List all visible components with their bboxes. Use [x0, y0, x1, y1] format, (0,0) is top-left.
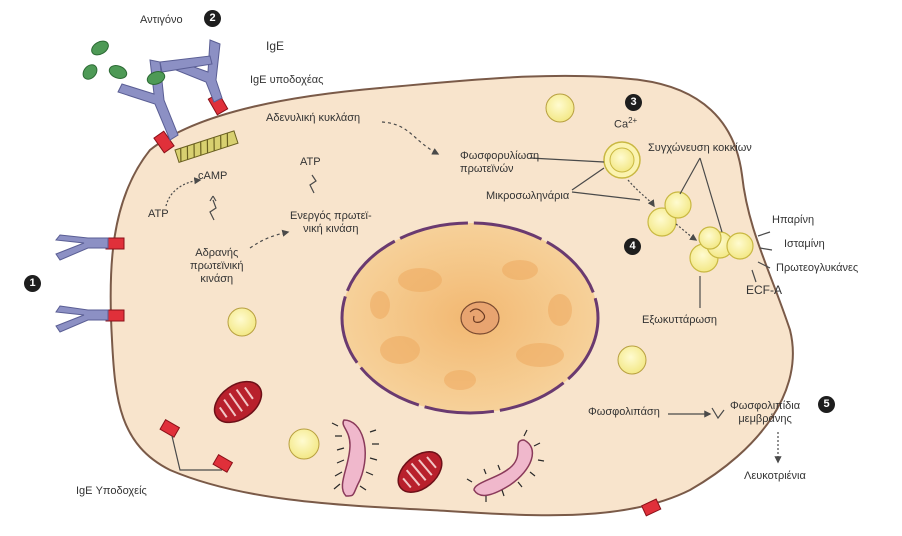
granule	[546, 94, 574, 122]
label-atp-left: ATP	[148, 208, 169, 221]
label-camp: cAMP	[198, 170, 227, 183]
label-granule-fusion: Συγχώνευση κοκκίων	[648, 142, 752, 155]
marker-5: 5	[818, 396, 835, 413]
granule-calcium	[604, 142, 640, 178]
antigen	[80, 62, 99, 82]
label-active-kinase: Ενεργός πρωτεϊ- νική κινάση	[290, 210, 372, 236]
receptor	[106, 310, 124, 321]
label-phospholipase: Φωσφολιπάση	[588, 406, 660, 419]
antigen	[89, 38, 111, 57]
label-adenylate-cyclase: Αδενυλική κυκλάση	[266, 112, 360, 125]
label-inactive-kinase: Αδρανής πρωτεϊνική κινάση	[190, 247, 244, 286]
label-antigen: Αντιγόνο	[140, 14, 183, 27]
antigen	[107, 63, 128, 80]
granule	[618, 346, 646, 374]
label-microtubules: Μικροσωληνάρια	[486, 190, 569, 203]
label-calcium: Ca2+	[614, 114, 637, 132]
label-ecf-a: ECF-A	[746, 284, 782, 297]
receptor	[106, 238, 124, 249]
label-histamine: Ισταμίνη	[784, 238, 825, 251]
marker-1: 1	[24, 275, 41, 292]
label-heparin: Ηπαρίνη	[772, 214, 814, 227]
label-exocytosis: Εξωκυττάρωση	[642, 314, 717, 327]
marker-2: 2	[204, 10, 221, 27]
label-leukotrienes: Λευκοτριένια	[744, 470, 806, 483]
label-ige: IgE	[266, 40, 284, 53]
label-protein-phosphorylation: Φωσφορυλίωση πρωτεϊνών	[460, 150, 539, 176]
ige-antibody	[56, 235, 108, 332]
marker-3: 3	[625, 94, 642, 111]
granule	[228, 308, 256, 336]
granule	[289, 429, 319, 459]
label-ige-receptor-top: IgE υποδοχέας	[250, 74, 323, 87]
label-atp-top: ATP	[300, 156, 321, 169]
label-membrane-phospholipids: Φωσφολιπίδια μεμβράνης	[730, 400, 800, 426]
label-proteoglycans: Πρωτεογλυκάνες	[776, 262, 858, 275]
marker-4: 4	[624, 238, 641, 255]
label-ige-receptors-bottom: IgE Υποδοχείς	[76, 485, 147, 498]
nucleolus	[461, 302, 499, 334]
